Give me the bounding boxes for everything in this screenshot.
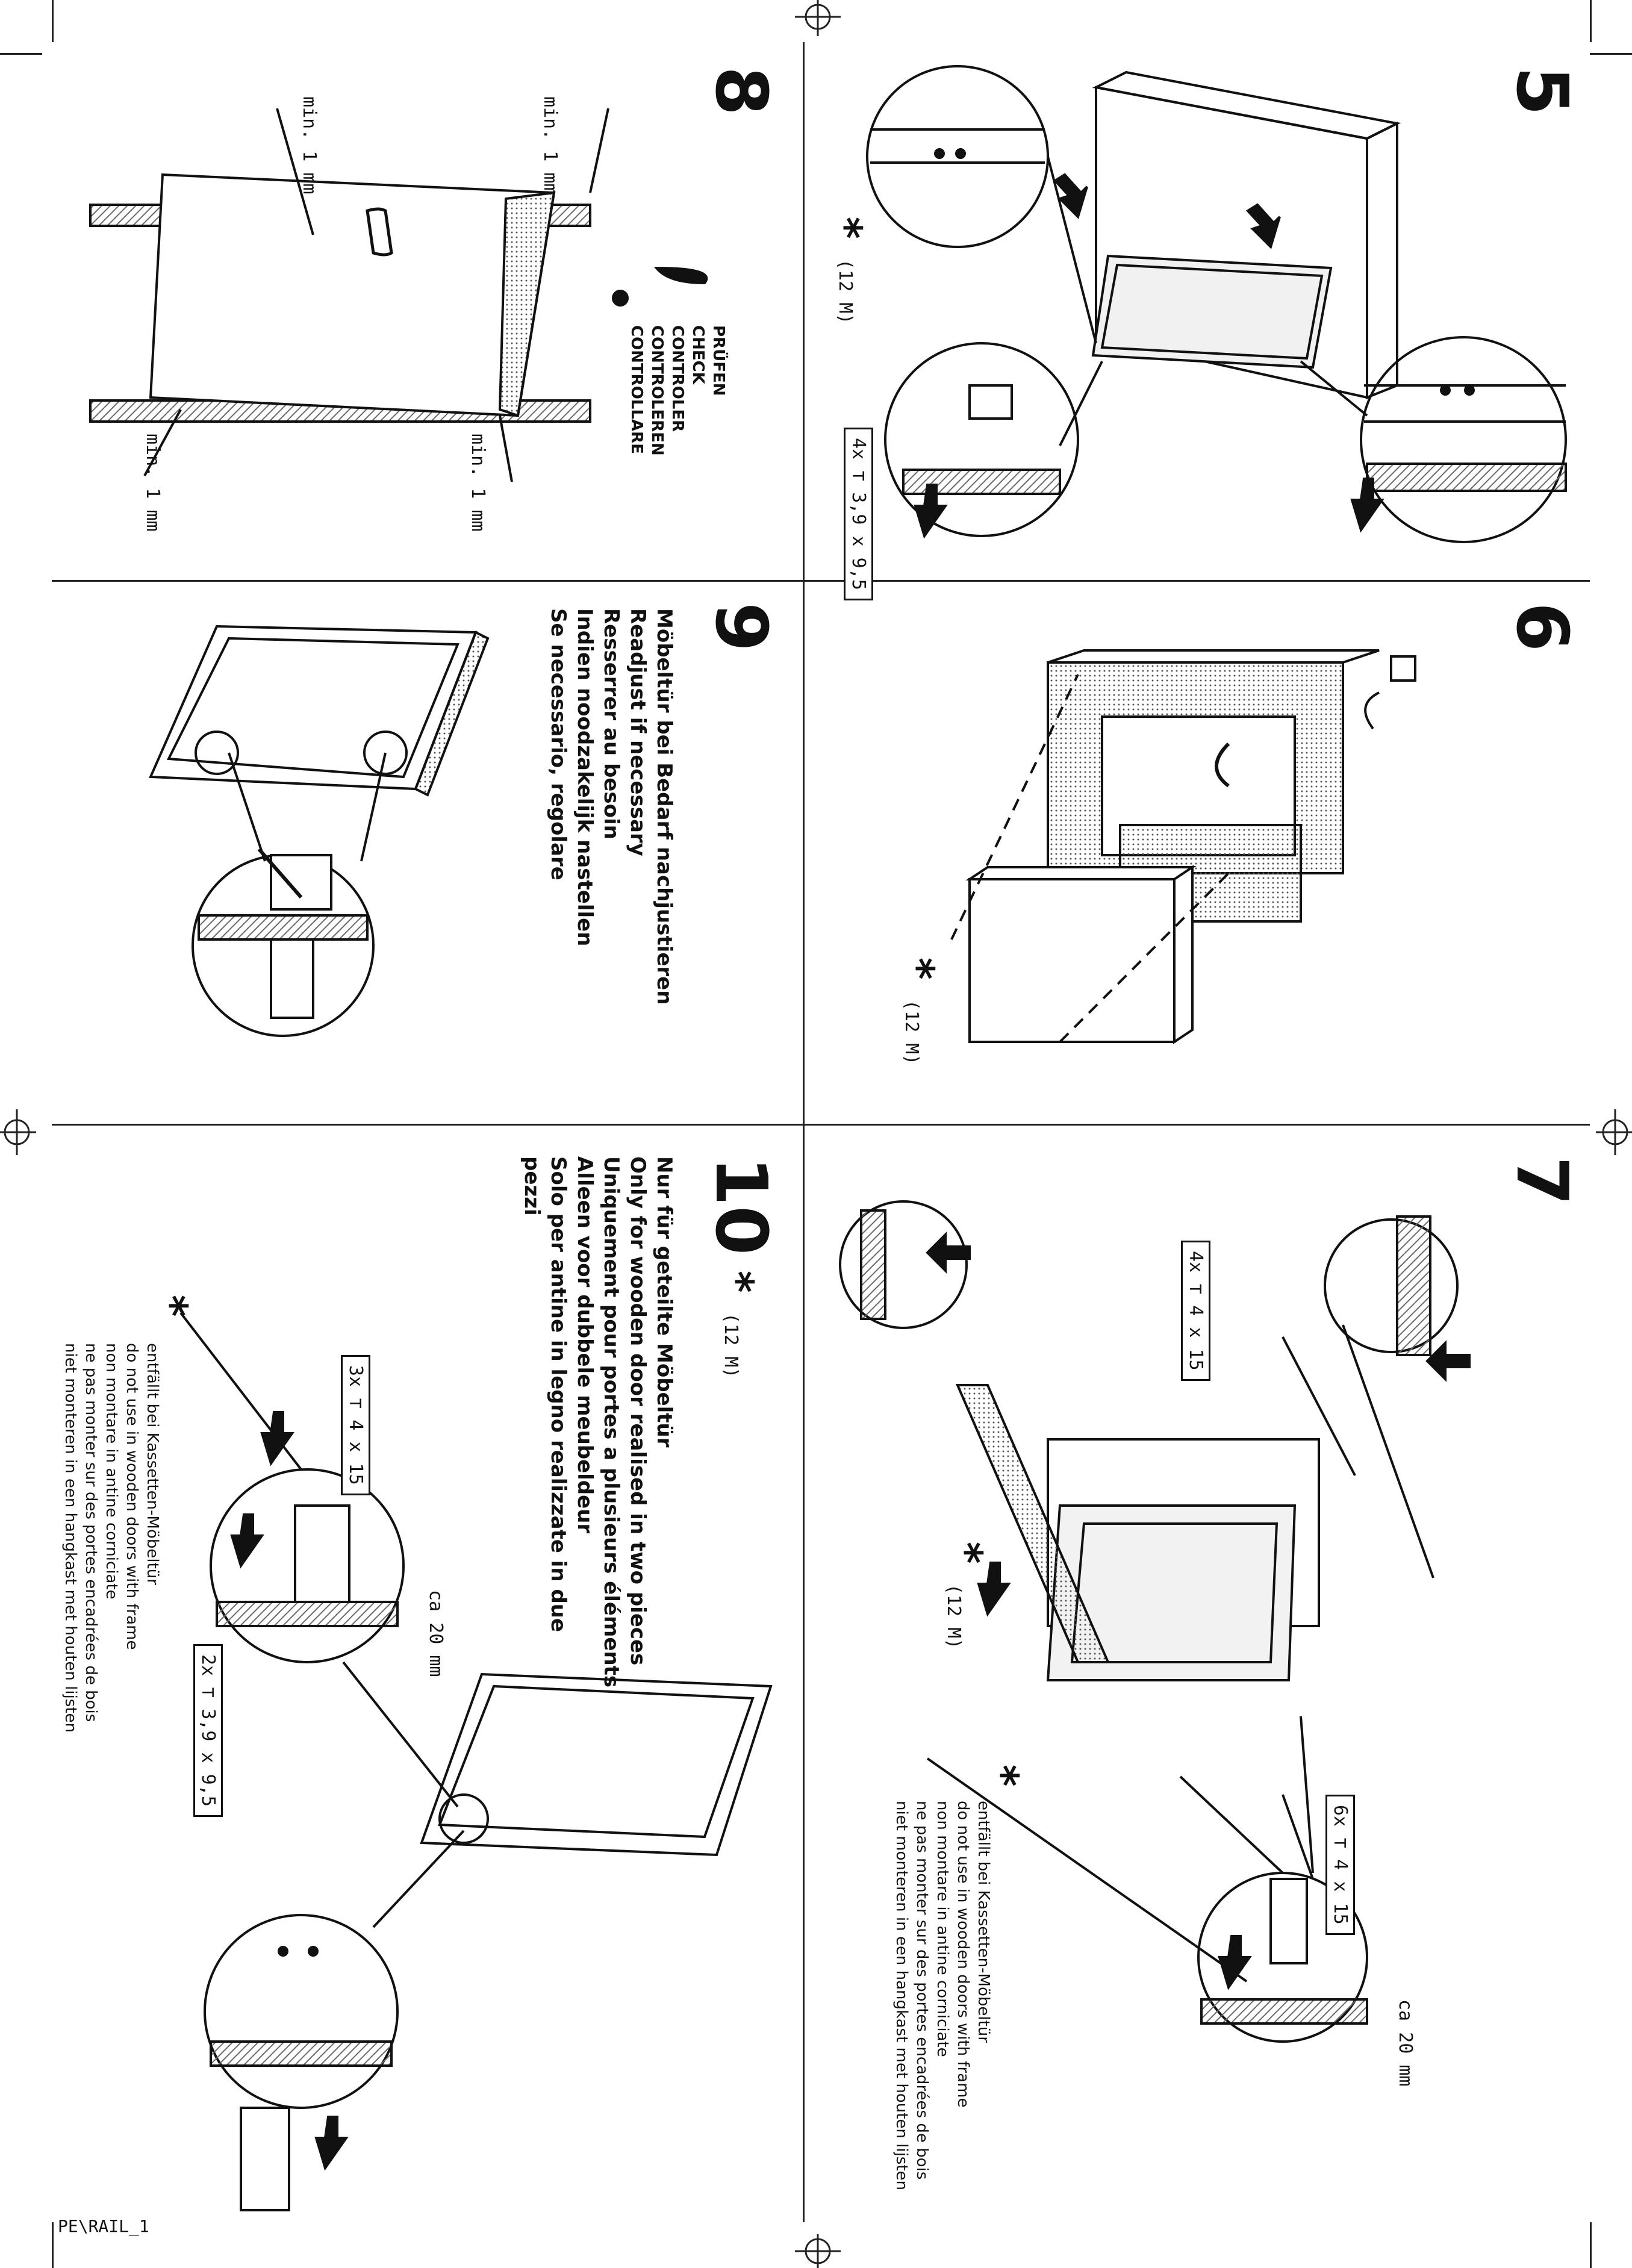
step8-number: 8 [700,66,783,116]
crop-mark-top-right [1590,0,1592,42]
step10-text-de: Nur für geteilte Möbeltür [652,1156,676,1448]
step7-asterisk: * [942,1542,991,1564]
step10-distance: ca 20 mm [425,1590,446,1677]
step8-check-en: CHECK [689,325,707,384]
document-code: PE\RAIL_1 [58,2216,149,2236]
step10-number: 10 [700,1156,783,1256]
step10-asterisk: * [713,1271,762,1293]
step9-illustration [148,625,490,1037]
step10-screw-ref: (12 M) [720,1313,741,1379]
step6-number: 6 [1501,602,1584,652]
step10-text-nl: Alleen voor dubbele meubeldeur [573,1156,597,1534]
step7-note-line-2: do not use in wooden doors with frame [954,1801,972,2108]
step7-note-line-5: niet monteren in een hangkast met houten… [892,1801,911,2191]
step10-note-line-3: non montare in antine corniciate [102,1343,120,1600]
step7-number: 7 [1501,1156,1584,1206]
step8-check-it: CONTROLLARE [628,325,646,454]
step10-parts-box-a: 3x ⊤ 4 x 15 [341,1355,370,1495]
step10-text-en: Only for wooden door realised in two pie… [626,1156,650,1666]
step7-parts-box-a: 4x ⊤ 4 x 15 [1181,1241,1210,1381]
step9-text-nl: Indien noodzakelijk nastellen [573,608,597,947]
step10-note-line-5: niet monteren in een hangkast met houten… [61,1343,79,1733]
step8-check-nl: CONTROLEREN [648,325,666,456]
divider-vertical [803,42,805,2222]
crop-mark-right-top [1590,53,1632,55]
step5-screw-ref: (12 M) [835,259,856,325]
divider-horizontal-2 [52,1124,1590,1126]
step10-note-line-2: do not use in wooden doors with frame [123,1343,141,1650]
step10-note-line-4: ne pas monter sur des portes encadrées d… [82,1343,100,1722]
step9-text-it: Se necessario, regolare [546,608,570,880]
crop-mark-bottom-left [52,2222,54,2268]
step9-text-fr: Resserrer au besoin [599,608,623,840]
step8-gap-bottom-right: min. 1 mm [467,434,488,532]
step8-gap-top-left: min. 1 mm [299,96,320,195]
step8-illustration [89,108,708,482]
step9-number: 9 [700,602,783,652]
step10-text-fr: Uniquement pour portes a plusieurs éléme… [599,1156,623,1688]
step7-parts-box-b: 6x ⊤ 4 x 15 [1325,1795,1355,1935]
step9-text-de: Möbeltür bei Bedarf nachjustieren [652,608,676,1005]
step10-illustration [179,1312,1248,2211]
step7-note-line-3: non montare in antine corniciate [933,1801,951,2057]
step10-note-asterisk: * [147,1295,196,1317]
crop-mark-left-top [0,53,42,55]
step8-check-de: PRÜFEN [709,325,727,396]
crop-mark-bottom-right [1590,2222,1592,2268]
registration-target-bottom [795,2234,841,2268]
step5-illustration [866,65,1567,543]
step10-text-it-cont: pezzi [520,1156,544,1216]
step9-text-en: Readjust if necessary [626,608,650,856]
step6-screw-ref: (12 M) [901,1000,922,1065]
step6-illustration [950,649,1416,1044]
step5-asterisk: * [821,217,871,239]
registration-target-left [0,1109,36,1155]
registration-target-top [795,0,841,36]
step10-text-it: Solo per antine in legno realizzate in d… [546,1156,570,1633]
step5-number: 5 [1501,66,1584,116]
step7-note-asterisk: * [978,1765,1027,1787]
crop-mark-top-left [52,0,54,42]
step10-parts-box-b: 2x ⊤ 3,9 x 9,5 [193,1644,223,1817]
step7-note-line-4: ne pas monter sur des portes encadrées d… [913,1801,931,2180]
step7-illustration [839,1200,1471,2043]
registration-target-right [1596,1109,1632,1155]
step8-gap-top-right: min. 1 mm [540,96,561,195]
divider-horizontal-1 [52,580,1590,582]
step7-note-line-1: entfällt bei Kassetten-Möbeltür [974,1801,992,2043]
step7-screw-ref: (12 M) [943,1584,964,1650]
step5-parts-box: 4x ⊤ 3,9 x 9,5 [844,428,873,600]
step7-distance: ca 20 mm [1395,1999,1416,2087]
step6-asterisk: * [894,958,943,980]
step8-check-fr: CONTROLER [668,325,687,432]
step10-note-line-1: entfällt bei Kassetten-Möbeltür [143,1343,161,1585]
step8-gap-bottom-left: min. 1 mm [142,434,163,532]
